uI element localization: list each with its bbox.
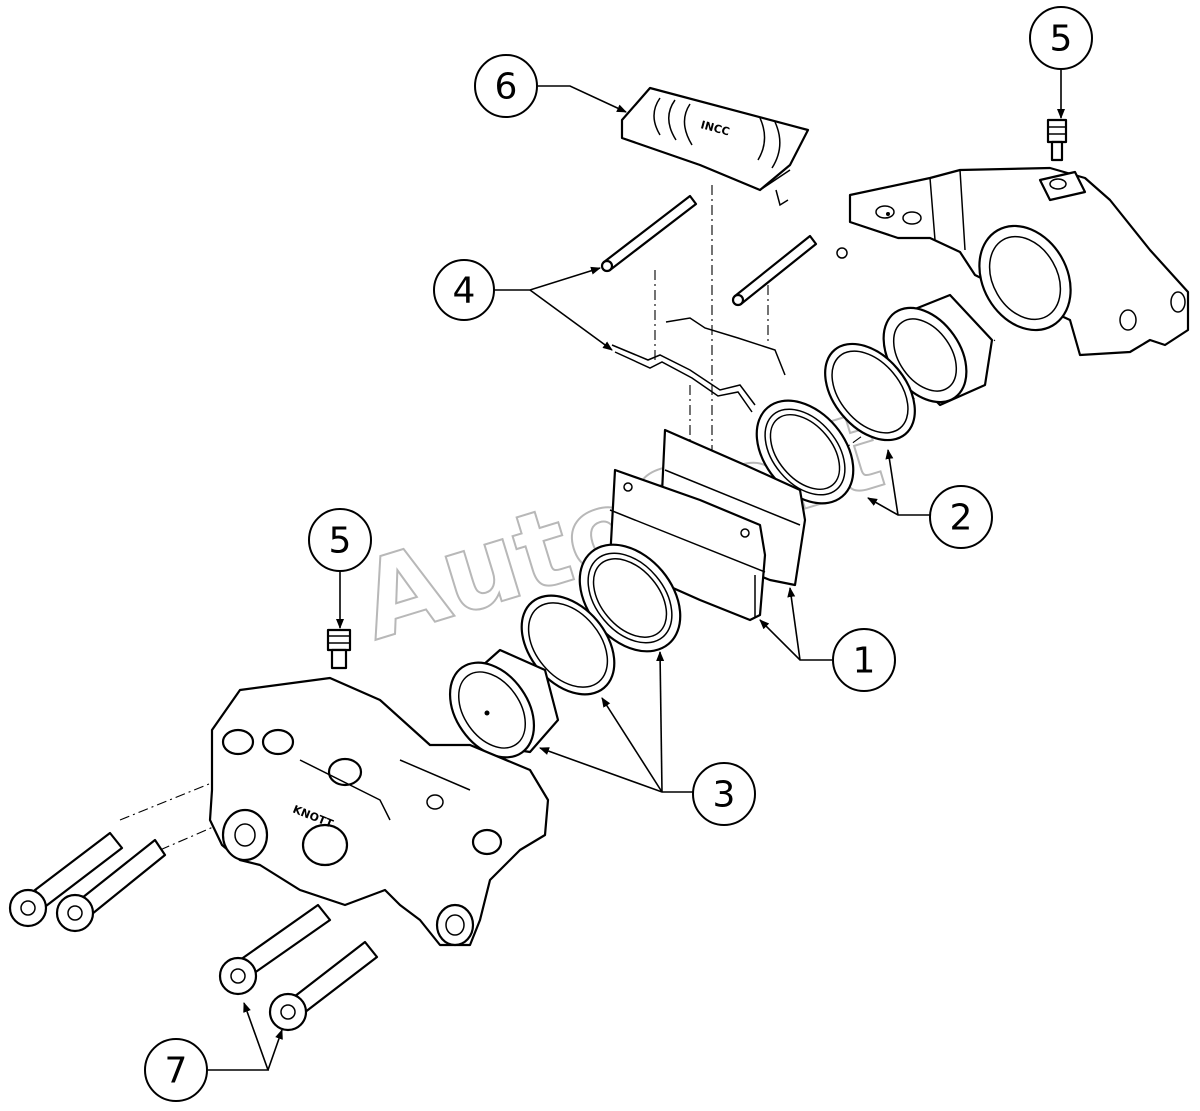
spring-clip: [611, 317, 786, 413]
callout-5-top-label: 5: [1050, 19, 1073, 60]
callout-2: 2: [929, 485, 993, 549]
callout-3-label: 3: [713, 775, 736, 816]
callout-4: 4: [433, 259, 495, 321]
callout-6-label: 6: [495, 67, 518, 108]
leader-lines: [208, 70, 1065, 1071]
callout-3: 3: [692, 762, 756, 826]
piston-left: [448, 648, 560, 759]
callout-4-label: 4: [453, 271, 476, 312]
callout-7: 7: [144, 1038, 208, 1102]
bolt-upper-2: [55, 838, 167, 933]
retaining-pin-left: [600, 194, 698, 273]
callout-1-label: 1: [853, 641, 876, 682]
pad-cover-plate: INCC: [620, 86, 810, 207]
caliper-half-right: [836, 166, 1190, 357]
caliper-half-left: KNOTT: [208, 676, 550, 947]
callout-5-top: 5: [1029, 6, 1093, 70]
bolt-upper-1: [8, 831, 124, 928]
callout-7-label: 7: [165, 1051, 188, 1092]
bleed-screw-top: [1046, 118, 1068, 162]
callout-2-label: 2: [950, 498, 973, 539]
callout-1: 1: [832, 628, 896, 692]
retaining-pin-right: [731, 234, 818, 307]
callout-6: 6: [474, 54, 538, 118]
bolt-lower-1: [218, 903, 332, 996]
bleed-screw-left: [326, 628, 352, 670]
seal-ring-right-outer: [824, 342, 916, 442]
callout-5-left: 5: [308, 508, 372, 572]
callout-5-left-label: 5: [329, 521, 352, 562]
seal-ring-left-inner: [578, 543, 682, 653]
bolt-lower-2: [268, 940, 379, 1032]
